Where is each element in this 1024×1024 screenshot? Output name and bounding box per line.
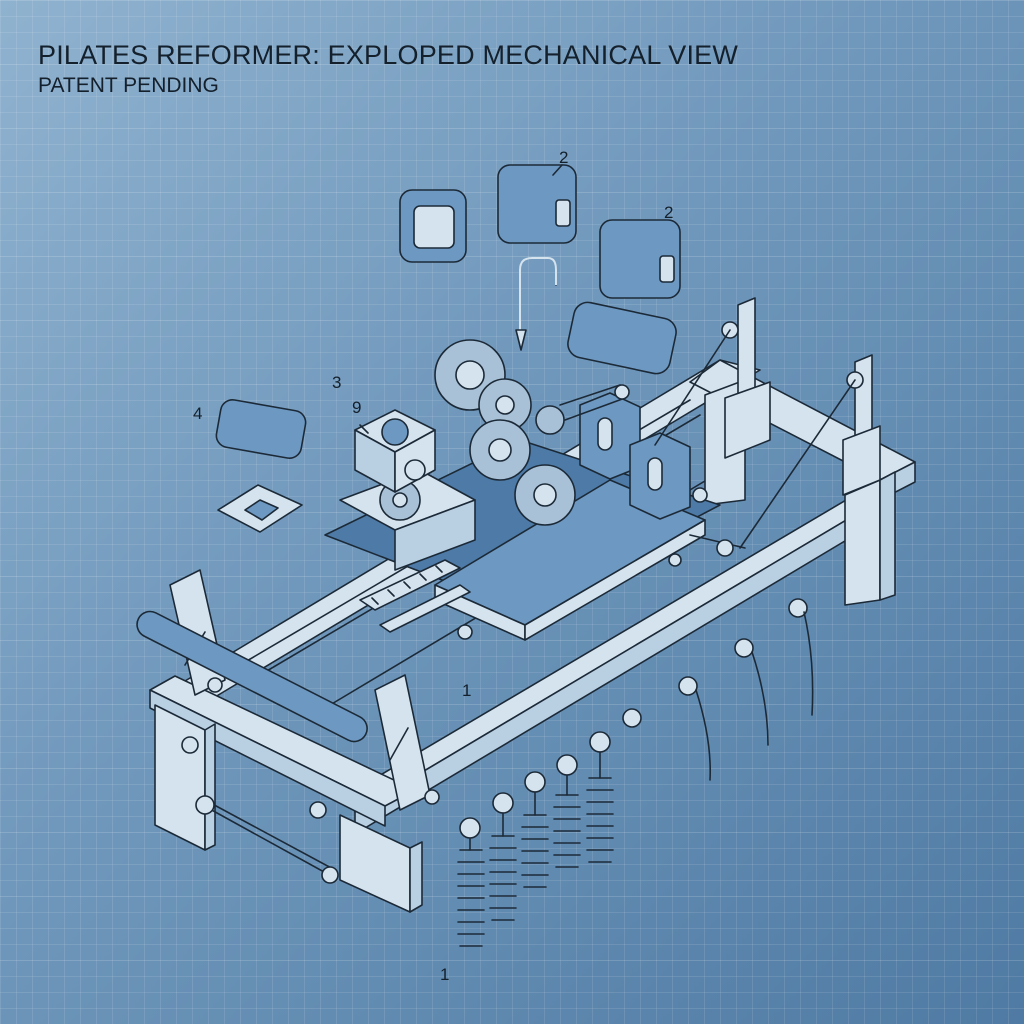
- shoulder-blocks: [579, 392, 691, 520]
- callout-4: 4: [193, 404, 202, 423]
- exploded-cover-left: [399, 189, 467, 263]
- exploded-gasket: [217, 484, 303, 533]
- exploded-handle-pin: [515, 257, 557, 351]
- exploded-housing-2-top: [497, 164, 577, 244]
- springs: [457, 731, 614, 947]
- callout-2-right: 2: [664, 203, 673, 222]
- diagram-subtitle: PATENT PENDING: [38, 74, 219, 97]
- exploded-pad-right: [567, 301, 677, 375]
- callout-2-top: 2: [559, 148, 568, 167]
- exploded-pad-4: [215, 398, 307, 460]
- callout-9: 9: [352, 398, 361, 417]
- callout-1-center: 1: [462, 681, 471, 700]
- rope-risers: [654, 297, 881, 557]
- leader-lines: [359, 164, 563, 434]
- carriage: [324, 439, 721, 641]
- foot-bar: [136, 569, 440, 811]
- diagram-title: PILATES REFORMER: EXPLOPED MECHANICAL VI…: [38, 40, 739, 70]
- exploded-housing-2-right: [599, 219, 681, 299]
- cable-pins: [622, 598, 814, 781]
- callout-3: 3: [332, 373, 341, 392]
- gear-assembly: [339, 339, 630, 571]
- callout-1-bottom: 1: [440, 965, 449, 984]
